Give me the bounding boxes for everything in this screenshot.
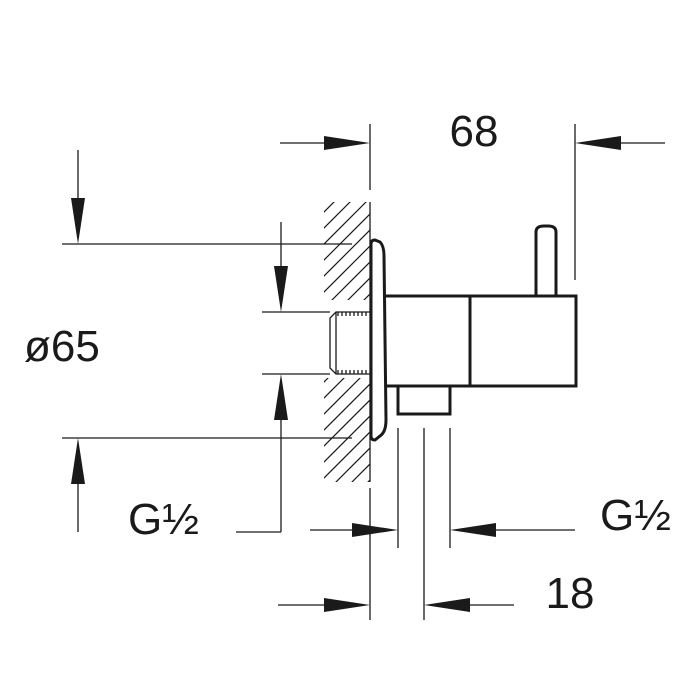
dimension-diameter: ø65 bbox=[24, 150, 352, 532]
dimension-thread-left: G½ bbox=[128, 222, 330, 544]
thread-right-arrow-left bbox=[352, 523, 398, 537]
threaded-inlet bbox=[329, 311, 370, 375]
dim-65-label: ø65 bbox=[24, 322, 100, 371]
wall-hatch-bottom bbox=[324, 378, 370, 482]
dimension-thread-right: G½ bbox=[310, 428, 671, 548]
dim-65-arrow-top bbox=[71, 198, 85, 244]
thread-marks bbox=[337, 312, 367, 374]
valve-body bbox=[369, 224, 578, 442]
thread-right-label: G½ bbox=[600, 491, 671, 540]
thread-left-label: G½ bbox=[128, 495, 199, 544]
thread-left-arrow-top bbox=[274, 266, 288, 312]
dim-68-label: 68 bbox=[450, 107, 499, 156]
valve-neck bbox=[386, 294, 472, 388]
dim-18-arrow-right bbox=[424, 598, 470, 612]
wall-section bbox=[324, 202, 371, 482]
lever-pin bbox=[534, 224, 558, 296]
outlet-spout bbox=[396, 386, 452, 416]
dim-18-arrow-left bbox=[324, 598, 370, 612]
dim-68-arrow-right bbox=[575, 136, 621, 150]
dim-68-arrow-left bbox=[324, 136, 370, 150]
rosette-plate bbox=[369, 238, 388, 442]
dimension-width: 68 bbox=[280, 107, 665, 280]
dim-18-label: 18 bbox=[546, 569, 595, 618]
thread-right-arrow-right bbox=[450, 523, 496, 537]
wall-hatch-top bbox=[324, 202, 370, 300]
dim-65-arrow-bottom bbox=[71, 438, 85, 484]
thread-left-arrow-bottom bbox=[274, 374, 288, 420]
handle-block bbox=[468, 294, 578, 388]
dimension-outlet-offset: 18 bbox=[278, 428, 594, 620]
